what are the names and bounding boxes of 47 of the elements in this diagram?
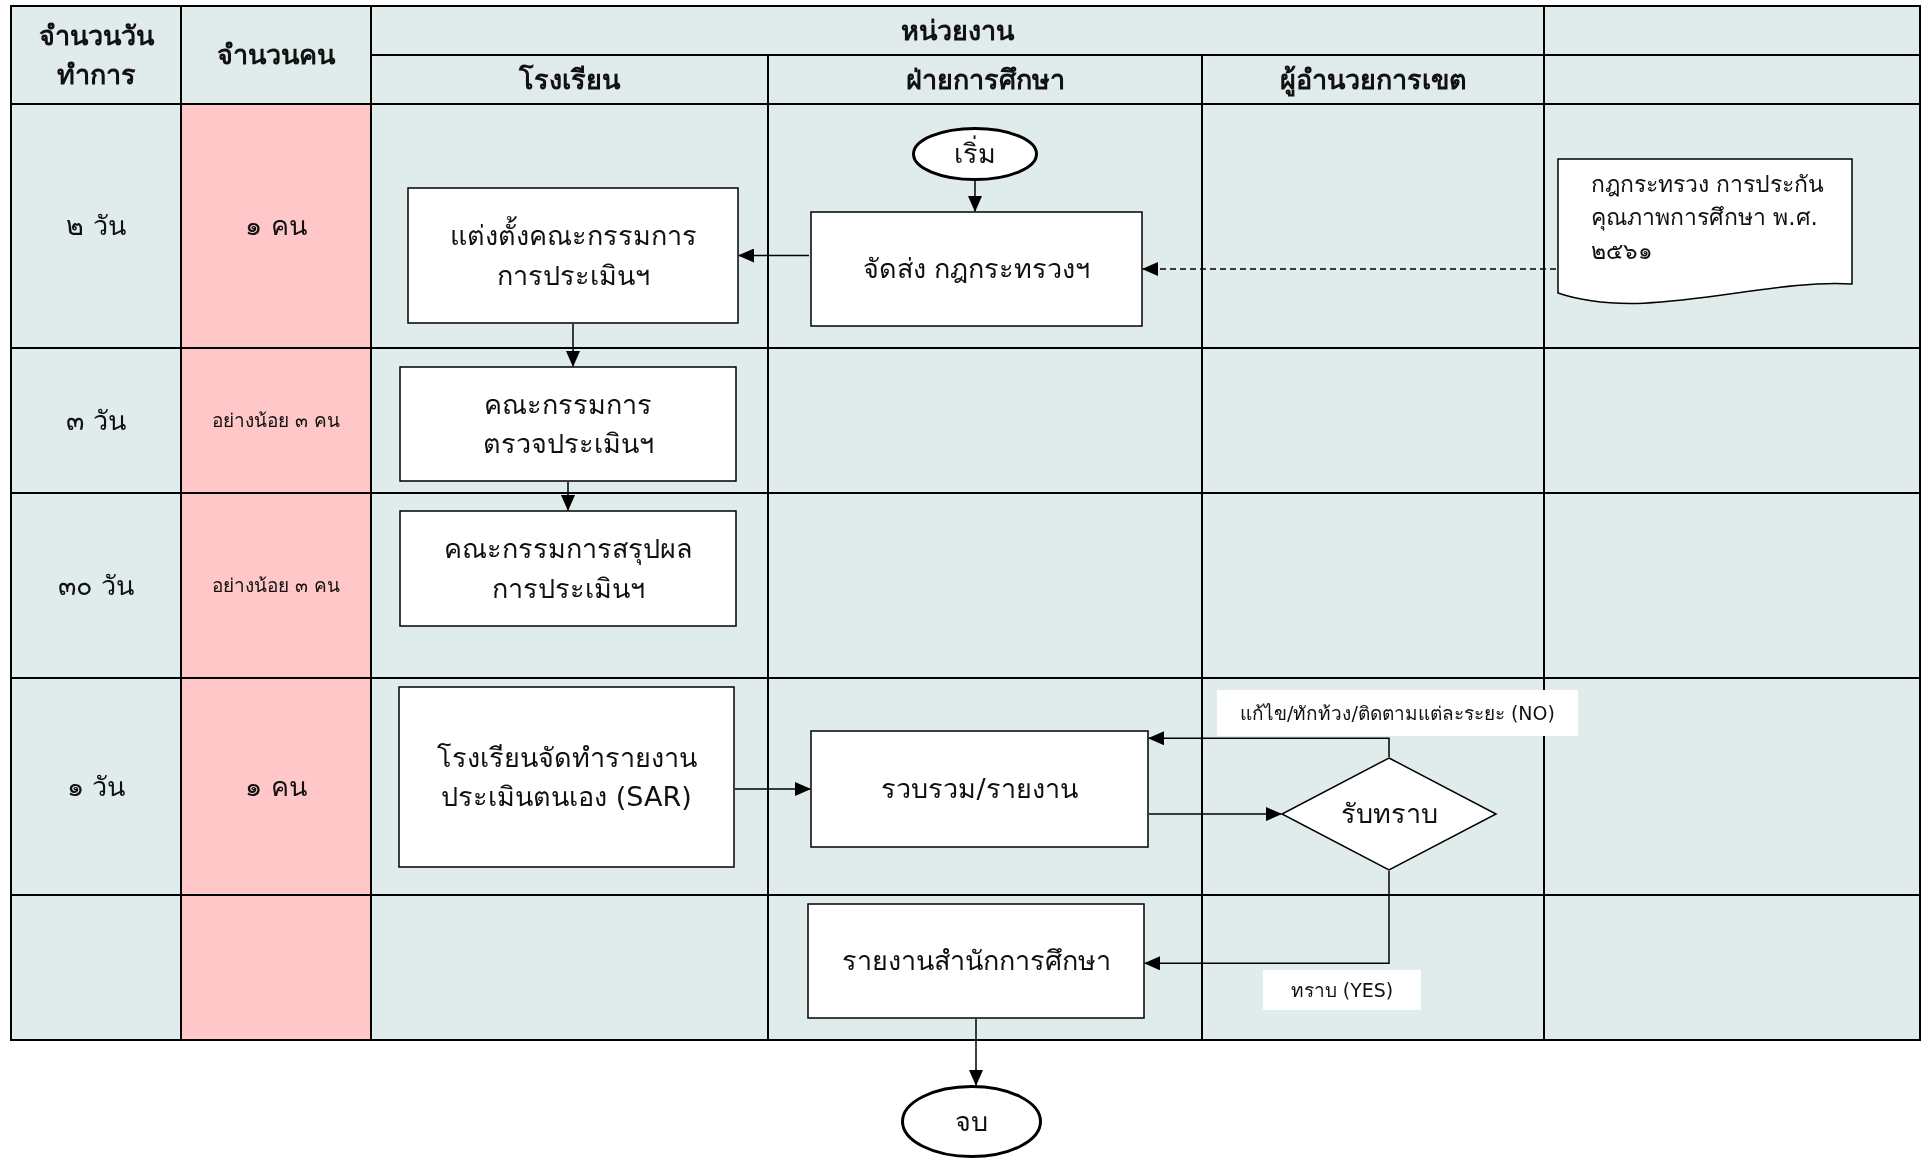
table-cell-text: ๑ วัน (66, 769, 126, 804)
node-text: โรงเรียนจัดทำรายงานประเมินตนเอง (SAR) (435, 740, 698, 814)
table-header: จำนวนวันทำการ (37, 18, 155, 92)
node-text: จัดส่ง กฎกระทรวงฯ (862, 252, 1091, 287)
arrow (969, 1018, 983, 1086)
node-text: กฎกระทรวง การประกันคุณภาพการศึกษา พ.ศ. ๒๕๖๑ (1591, 170, 1826, 266)
node-text: จบ (955, 1104, 988, 1139)
process-box (810, 730, 1149, 848)
process-box (398, 686, 735, 868)
table-cell-text: อย่างน้อย ๓ คน (211, 408, 341, 433)
table-header: หน่วยงาน (901, 13, 1014, 48)
table-cell-text: ๑ คน (245, 209, 307, 244)
arrow (1148, 731, 1390, 758)
arrow (734, 782, 811, 796)
terminator-ellipse (912, 127, 1038, 181)
table-header: ฝ่ายการศึกษา (905, 62, 1065, 97)
node-text: รวบรวม/รายงาน (881, 772, 1078, 807)
arrow (738, 248, 810, 263)
arrow (1148, 807, 1282, 821)
arrow (1142, 262, 1557, 276)
table-cell-text: ๓ วัน (66, 403, 126, 438)
process-box (399, 366, 737, 482)
arrow (968, 180, 982, 212)
table-cell-text: ๓๐ วัน (58, 568, 134, 603)
node-text: รับทราบ (1340, 797, 1438, 832)
terminator-ellipse (901, 1085, 1042, 1158)
node-text: เริ่ม (954, 134, 996, 174)
node-text: คณะกรรมการสรุปผลการประเมินฯ (442, 532, 694, 606)
process-box (810, 211, 1143, 327)
process-box (399, 510, 737, 627)
table-cell-text: อย่างน้อย ๓ คน (211, 573, 341, 598)
table-header: ผู้อำนวยการเขต (1279, 62, 1467, 99)
node-text: รายงานสำนักการศึกษา (841, 944, 1111, 979)
process-box (407, 187, 739, 324)
table-cell-text: ๒ วัน (66, 209, 126, 244)
table-cell-text: ๑ คน (245, 769, 307, 804)
arrow (561, 481, 575, 511)
edge-label: ทราบ (YES) (1263, 970, 1421, 1010)
edge-label: แก้ไข/ทักท้วง/ติดตามแต่ละระยะ (NO) (1217, 690, 1578, 736)
table-header: โรงเรียน (519, 62, 620, 97)
process-box (807, 903, 1145, 1019)
arrow (1144, 870, 1390, 971)
arrow (566, 323, 580, 367)
decision-diamond (1281, 757, 1497, 871)
node-text: คณะกรรมการตรวจประเมินฯ (481, 387, 655, 461)
table-header: จำนวนคน (217, 38, 335, 73)
node-text: แต่งตั้งคณะกรรมการการประเมินฯ (447, 216, 699, 295)
